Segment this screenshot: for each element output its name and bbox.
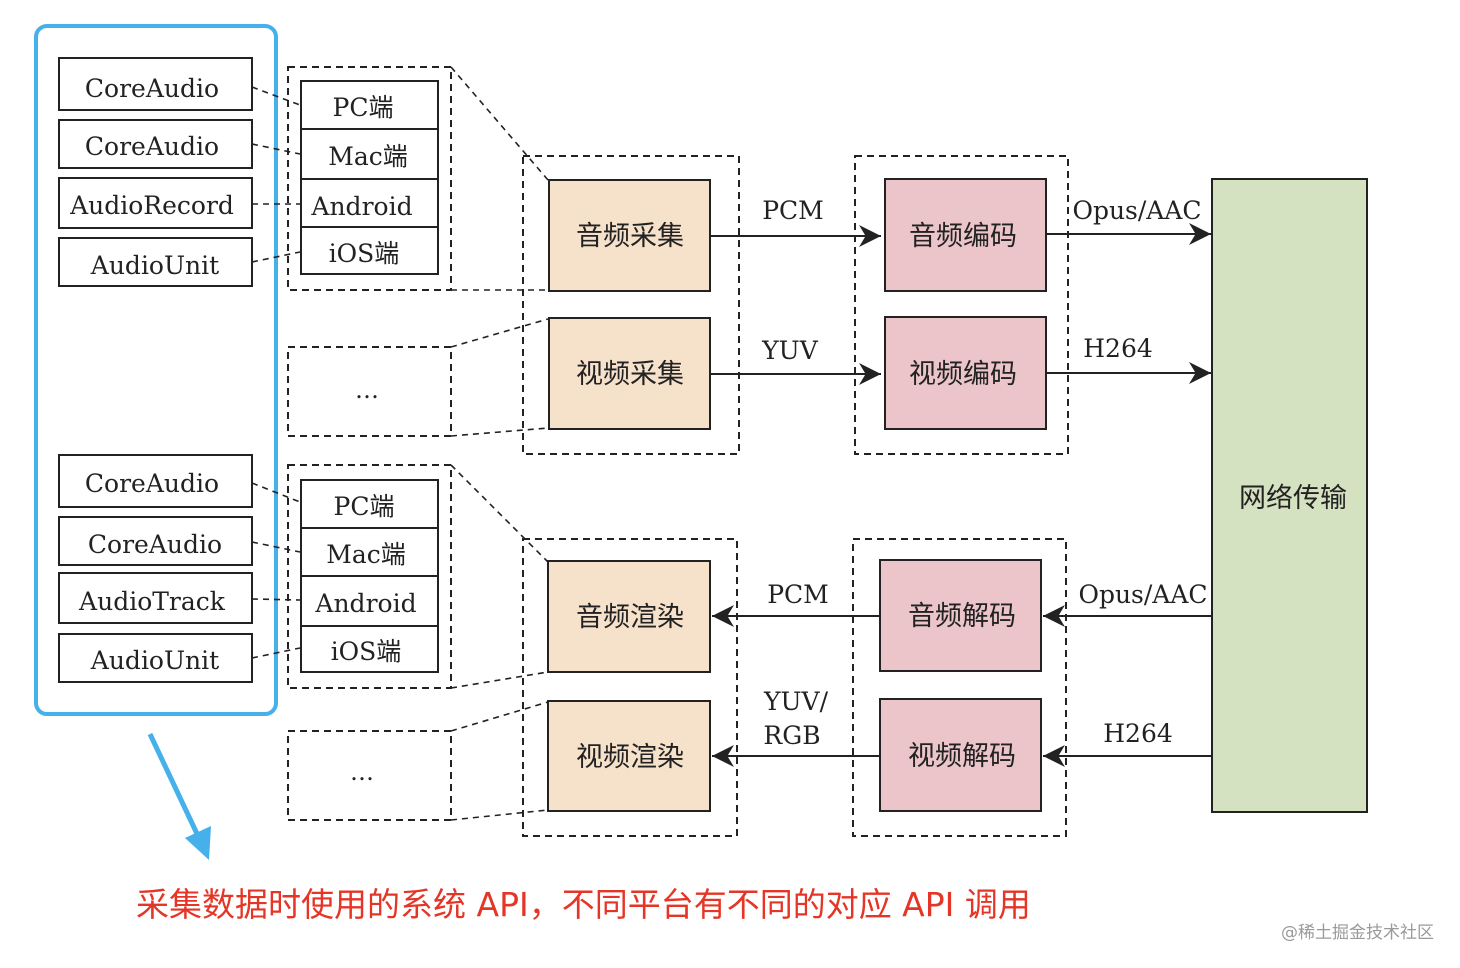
render-other-group: [287, 730, 452, 821]
api-box: [58, 237, 253, 287]
video-capture-label: 视频采集: [576, 359, 684, 390]
encode-module-group: [854, 155, 1069, 455]
watermark: @稀土掘金技术社区: [1281, 923, 1434, 943]
network-label: 网络传输: [1239, 483, 1347, 514]
api-box: [58, 516, 253, 566]
capture-ellipsis: …: [355, 376, 379, 404]
platform-label: PC端: [333, 93, 394, 122]
highlight-panel: [34, 24, 278, 716]
edge-label-yuv-up: YUV: [761, 336, 819, 365]
callout-arrow: [147, 732, 211, 860]
edge-label-pcm-down: PCM: [767, 580, 829, 609]
audio-render-box: [547, 560, 711, 673]
api-label: CoreAudio: [85, 469, 219, 498]
render-platform-list: PC端 Mac端 Android iOS端: [300, 479, 439, 673]
decode-module-group: [852, 538, 1067, 837]
platform-box: [300, 226, 439, 275]
video-render-label: 视频渲染: [576, 742, 684, 773]
capture-other-group: [287, 346, 452, 437]
api-label: AudioRecord: [69, 191, 234, 220]
capture-api-list: CoreAudio CoreAudio AudioRecord AudioUni…: [58, 57, 253, 287]
api-box: [58, 177, 253, 229]
edge-label-yuv-rgb-2: RGB: [763, 721, 820, 750]
audio-capture-box: [548, 179, 711, 292]
api-box: [58, 633, 253, 683]
api-label: CoreAudio: [88, 530, 222, 559]
platform-label: Android: [310, 192, 412, 221]
capture-module-group: [522, 155, 740, 455]
platform-label: Mac端: [328, 142, 408, 171]
network-box: [1211, 178, 1368, 813]
video-encode-box: [884, 316, 1047, 430]
video-capture-box: [548, 317, 711, 430]
api-label: AudioTrack: [78, 587, 226, 616]
platform-box: [300, 128, 439, 180]
render-api-list: CoreAudio CoreAudio AudioTrack AudioUnit: [58, 454, 253, 683]
api-label: CoreAudio: [85, 74, 219, 103]
render-module-group: [522, 538, 738, 837]
edge-label-h264-up: H264: [1083, 334, 1153, 363]
audio-capture-label: 音频采集: [576, 221, 684, 252]
platform-label: iOS端: [329, 239, 400, 268]
render-ellipsis: …: [350, 758, 374, 786]
api-box: [58, 572, 253, 624]
video-decode-box: [879, 698, 1042, 812]
render-platform-group: [287, 464, 452, 689]
edge-label-opus-down: Opus/AAC: [1078, 580, 1207, 609]
edge-label-h264-down: H264: [1103, 719, 1173, 748]
video-render-box: [547, 700, 711, 812]
audio-encode-label: 音频编码: [909, 221, 1017, 252]
video-decode-label: 视频解码: [908, 741, 1016, 772]
audio-render-label: 音频渲染: [576, 602, 684, 633]
edge-label-yuv-rgb-1: YUV/: [763, 687, 829, 716]
platform-box: [300, 625, 439, 673]
audio-decode-label: 音频解码: [908, 601, 1016, 632]
platform-label: PC端: [334, 492, 395, 521]
api-box: [58, 454, 253, 508]
api-label: AudioUnit: [90, 251, 219, 280]
platform-label: Android: [314, 589, 416, 618]
api-box: [58, 57, 253, 111]
platform-box: [300, 479, 439, 529]
flow-arrows: [710, 223, 1212, 767]
api-label: CoreAudio: [85, 132, 219, 161]
api-platform-links: [251, 86, 301, 659]
api-box: [58, 119, 253, 169]
caption: 采集数据时使用的系统 API，不同平台有不同的对应 API 调用: [136, 885, 1031, 924]
platform-box: [300, 527, 439, 577]
video-encode-label: 视频编码: [909, 359, 1017, 390]
platform-box: [300, 575, 439, 627]
platform-label: iOS端: [331, 637, 402, 666]
capture-platform-list: PC端 Mac端 Android iOS端: [300, 80, 439, 275]
platform-label: Mac端: [326, 540, 406, 569]
edge-label-opus-up: Opus/AAC: [1072, 196, 1201, 225]
audio-encode-box: [884, 178, 1047, 292]
audio-decode-box: [879, 559, 1042, 672]
group-connectors: [450, 66, 549, 821]
api-label: AudioUnit: [90, 646, 219, 675]
capture-platform-group: [287, 66, 452, 291]
edge-label-pcm-up: PCM: [762, 196, 824, 225]
